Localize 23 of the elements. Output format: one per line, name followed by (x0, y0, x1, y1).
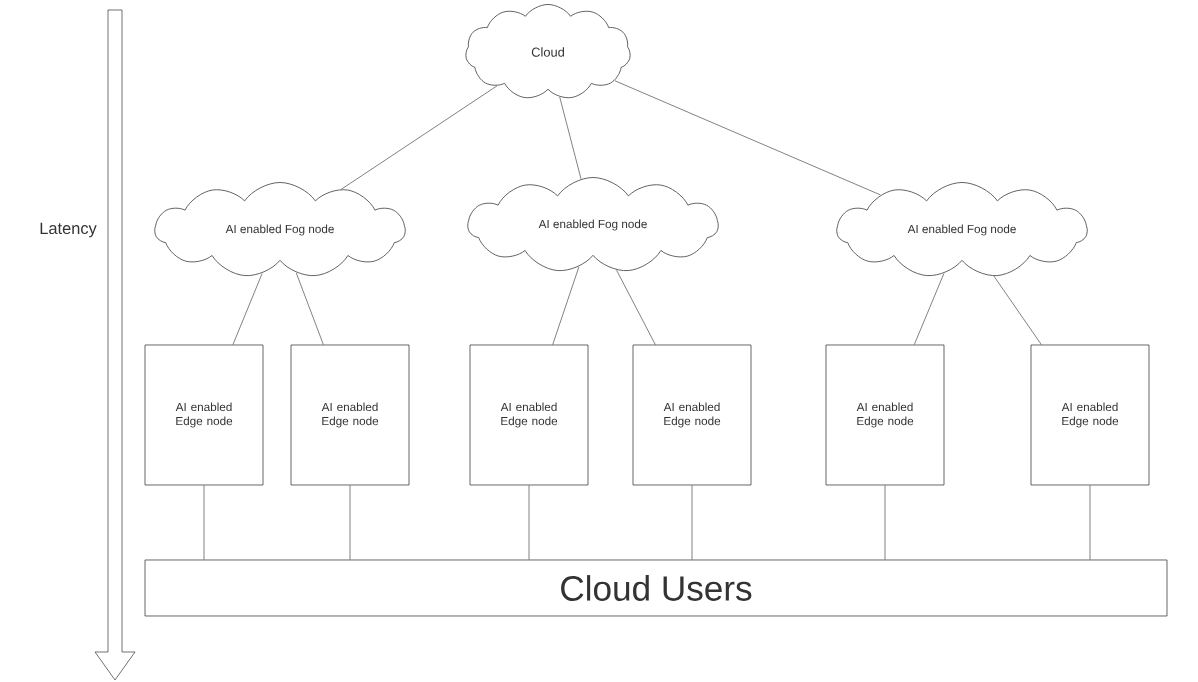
axis-label: Latency (40, 222, 97, 238)
connector-line (295, 272, 324, 345)
connector-line (552, 266, 580, 345)
node-box: AI enabled Edge node (144, 344, 264, 486)
connector-line (616, 269, 656, 345)
connector-line (341, 85, 498, 190)
connector-line (913, 273, 945, 345)
node-box: AI enabled Edge node (632, 344, 752, 486)
node-box: AI enabled Edge node (290, 344, 410, 486)
connector-line (614, 80, 881, 196)
connector-line (232, 273, 263, 345)
node-box: AI enabled Edge node (469, 344, 589, 486)
connector-line (349, 485, 351, 560)
connector-line (884, 485, 886, 560)
node-box: AI enabled Edge node (825, 344, 945, 486)
users-band: Cloud Users (144, 559, 1168, 617)
connector-line (559, 96, 582, 180)
connector-line (993, 275, 1042, 345)
connector-line (203, 485, 205, 560)
node-box: AI enabled Edge node (1030, 344, 1150, 486)
connector-line (1089, 485, 1091, 560)
connector-line (691, 485, 693, 560)
connector-line (528, 485, 530, 560)
